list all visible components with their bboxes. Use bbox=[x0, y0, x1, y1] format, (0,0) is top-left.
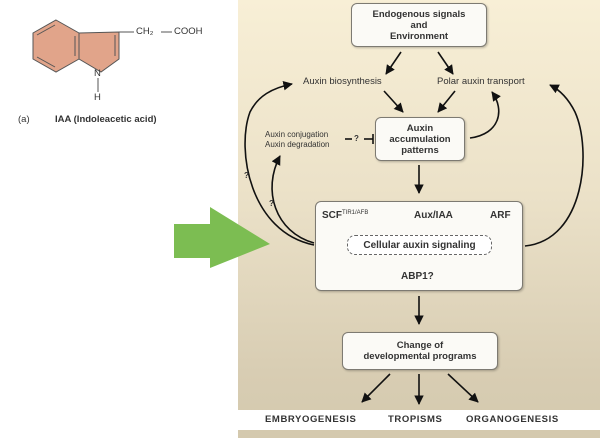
biosynthesis-label: Auxin biosynthesis bbox=[303, 76, 382, 87]
scf-label: SCFTIR1/AFB bbox=[322, 210, 368, 221]
arrow-change-to-embryogenesis bbox=[361, 373, 391, 403]
accumulation-node: Auxin accumulation patterns bbox=[375, 117, 465, 161]
question-mark-conjugation: ? bbox=[354, 134, 359, 143]
transport-label: Polar auxin transport bbox=[437, 76, 525, 87]
cellular-signaling-node: Cellular auxin signaling bbox=[347, 235, 492, 255]
auxiaa-label: Aux/IAA bbox=[414, 210, 453, 221]
iaa-molecule bbox=[32, 19, 172, 92]
conjugation-label: Auxin conjugation bbox=[265, 130, 329, 139]
arrow-signals-to-biosynthesis bbox=[385, 51, 402, 75]
ch2-label: CH₂ bbox=[136, 26, 154, 37]
cooh-label: COOH bbox=[174, 26, 203, 37]
arrow-accumulation-to-transport bbox=[469, 91, 501, 139]
arrow-biosynthesis-to-accumulation bbox=[383, 90, 404, 113]
scf-superscript: TIR1/AFB bbox=[342, 210, 369, 216]
abp1-label: ABP1? bbox=[401, 271, 434, 282]
arrow-signaling-to-biosynthesis bbox=[244, 80, 315, 246]
benzene-ring bbox=[32, 19, 80, 73]
atom-n-label: N bbox=[94, 68, 101, 79]
molecule-caption: IAA (Indoleacetic acid) bbox=[55, 114, 157, 125]
question-mark-degradation: ? bbox=[269, 199, 274, 208]
outcome-embryogenesis: EMBRYOGENESIS bbox=[265, 414, 357, 425]
outcomes-band bbox=[238, 410, 600, 430]
outcome-tropisms: TROPISMS bbox=[388, 414, 443, 425]
arrow-signaling-to-transport bbox=[524, 84, 584, 247]
arrow-change-to-organogenesis bbox=[447, 373, 479, 403]
degradation-label: Auxin degradation bbox=[265, 140, 330, 149]
arf-label: ARF bbox=[490, 210, 511, 221]
change-node: Change of developmental programs bbox=[342, 332, 498, 370]
scf-text: SCF bbox=[322, 210, 342, 221]
atom-h-label: H bbox=[94, 92, 101, 103]
arrow-transport-to-accumulation bbox=[437, 90, 456, 113]
arrow-signals-to-transport bbox=[437, 51, 454, 75]
arrow-signaling-to-degradation bbox=[271, 155, 315, 244]
pyrrole-ring bbox=[78, 31, 120, 73]
question-mark-biosynthesis: ? bbox=[244, 171, 249, 180]
signals-node: Endogenous signals and Environment bbox=[351, 3, 487, 47]
right-arrow-icon bbox=[174, 207, 270, 268]
bottom-strip bbox=[238, 430, 600, 438]
outcome-organogenesis: ORGANOGENESIS bbox=[466, 414, 559, 425]
panel-label: (a) bbox=[18, 114, 30, 125]
diagram-arrows bbox=[244, 51, 584, 405]
